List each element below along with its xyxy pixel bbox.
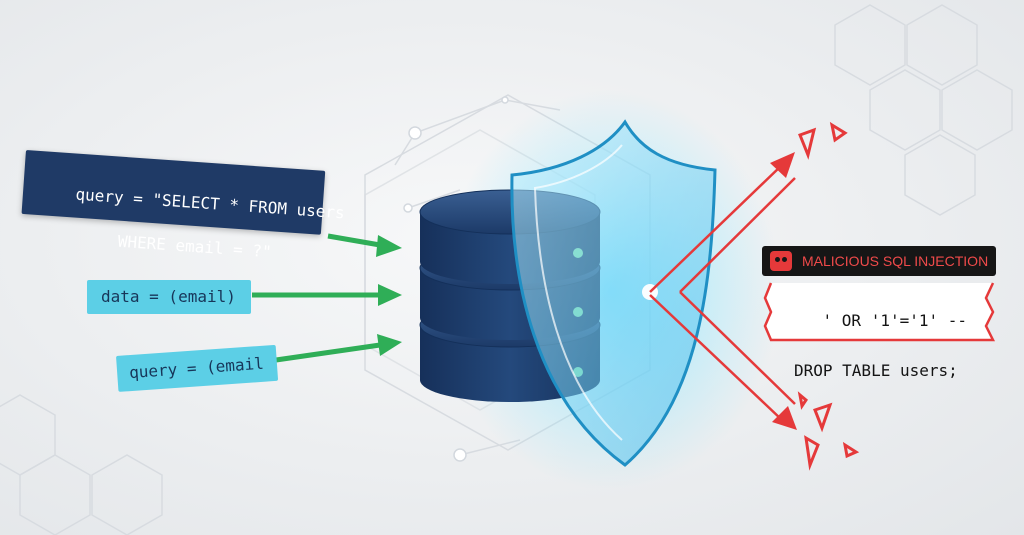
malicious-label: MALICIOUS SQL INJECTION: [762, 246, 996, 276]
payload-line-2: DROP TABLE users;: [794, 361, 958, 380]
injection-payload: ' OR '1'='1' -- DROP TABLE users;: [784, 283, 967, 433]
payload-line-1: ' OR '1'='1' --: [822, 311, 968, 330]
shatter-fragments: [797, 121, 860, 471]
arrow-data-to-db: [252, 284, 402, 306]
query-line-2: WHERE email = ?": [117, 231, 273, 262]
skull-icon: [770, 251, 792, 271]
arrow-query-to-db: [327, 233, 402, 257]
arrow-call-to-db: [275, 334, 402, 363]
data-param-card: data = (email): [87, 280, 251, 314]
query-line-1: query = "SELECT * FROM users: [74, 184, 346, 223]
malicious-label-text: MALICIOUS SQL INJECTION: [802, 253, 989, 269]
